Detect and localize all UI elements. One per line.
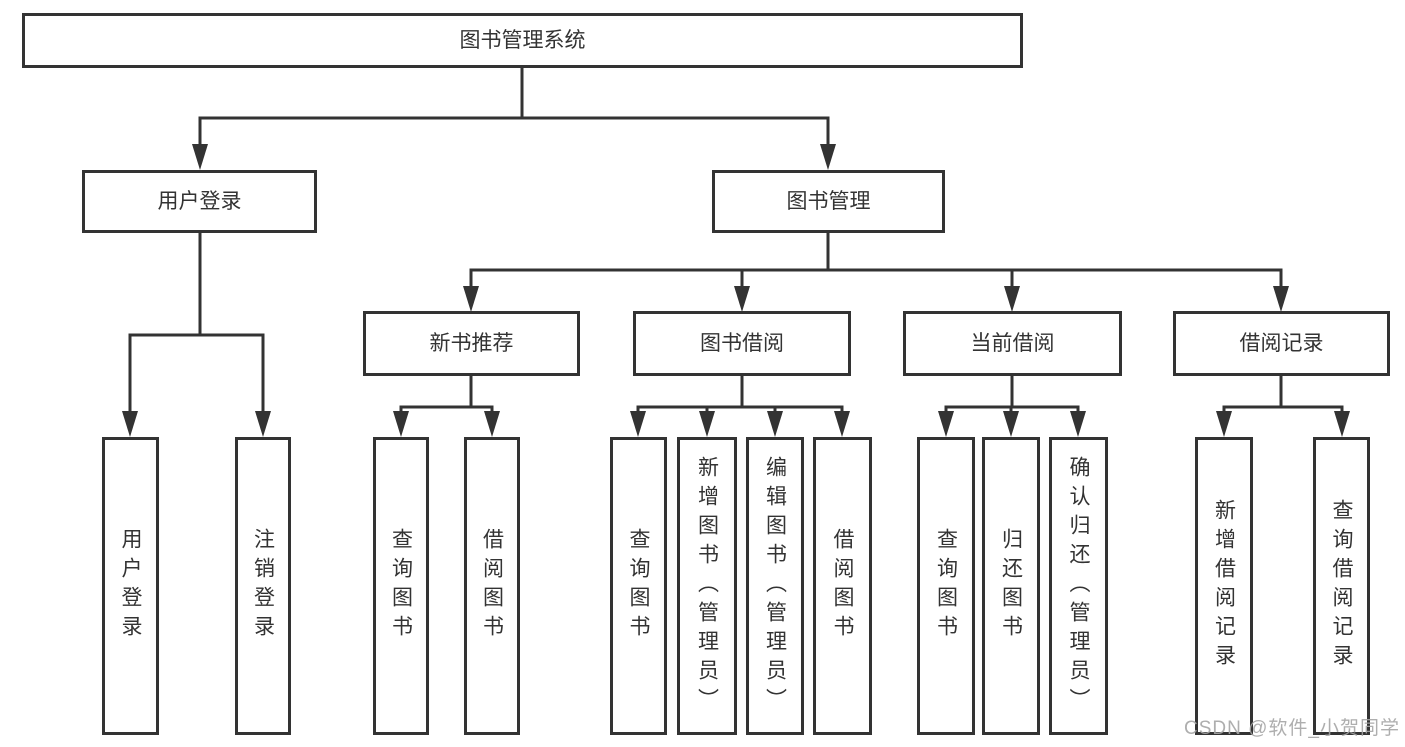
arrow-icon	[820, 144, 836, 170]
leaf-query-borrow-record: 查询借阅记录	[1313, 437, 1370, 735]
node-current-borrowing: 当前借阅	[903, 311, 1122, 376]
leaf-query-books: 查询图书	[373, 437, 429, 735]
leaf-add-book-admin: 新增图书（管理员）	[677, 437, 737, 735]
arrow-icon	[255, 411, 271, 437]
arrow-icon	[1334, 411, 1350, 437]
leaf-label: 新增借阅记录	[1212, 499, 1236, 673]
node-library-management-system: 图书管理系统	[22, 13, 1023, 68]
leaf-edit-book-admin: 编辑图书（管理员）	[746, 437, 804, 735]
node-label: 当前借阅	[970, 332, 1055, 355]
node-user-login: 用户登录	[82, 170, 317, 233]
watermark: CSDN @软件_小贺同学	[1184, 718, 1400, 739]
leaf-query-books: 查询图书	[917, 437, 975, 735]
node-label: 用户登录	[157, 190, 242, 213]
arrow-icon	[484, 411, 500, 437]
leaf-user-login: 用户登录	[102, 437, 159, 735]
arrow-icon	[1070, 411, 1086, 437]
arrow-icon	[938, 411, 954, 437]
arrow-icon	[192, 144, 208, 170]
node-book-borrowing: 图书借阅	[633, 311, 851, 376]
leaf-logout: 注销登录	[235, 437, 291, 735]
connector-book-mgmt-to-level3	[469, 231, 1283, 292]
leaf-label: 查询图书	[389, 528, 413, 644]
leaf-return-books: 归还图书	[982, 437, 1040, 735]
connector-borrow-records-subtree	[1222, 374, 1344, 417]
arrow-icon	[393, 411, 409, 437]
arrow-icon	[1003, 411, 1019, 437]
node-label: 图书管理系统	[459, 29, 586, 52]
node-book-management: 图书管理	[712, 170, 945, 233]
leaf-label: 确认归还（管理员）	[1067, 455, 1090, 717]
connector-new-books-subtree	[399, 374, 494, 417]
connector-current-borrow-subtree	[944, 374, 1080, 417]
leaf-add-borrow-record: 新增借阅记录	[1195, 437, 1253, 735]
connector-root-to-level2	[198, 66, 830, 150]
leaf-label: 查询图书	[627, 528, 650, 644]
arrow-icon	[1273, 286, 1289, 312]
node-label: 图书管理	[786, 190, 871, 213]
leaf-label: 新增图书（管理员）	[695, 455, 719, 717]
leaf-label: 借阅图书	[831, 528, 854, 644]
arrow-icon	[767, 411, 783, 437]
leaf-borrow-books: 借阅图书	[464, 437, 520, 735]
arrow-icon	[463, 286, 479, 312]
connector-user-login-subtree	[128, 230, 265, 417]
leaf-label: 用户登录	[119, 528, 142, 644]
leaf-query-books: 查询图书	[610, 437, 667, 735]
node-new-book-recommend: 新书推荐	[363, 311, 580, 376]
arrow-icon	[122, 411, 138, 437]
node-label: 新书推荐	[429, 332, 514, 355]
arrow-icon	[734, 286, 750, 312]
leaf-borrow-books: 借阅图书	[813, 437, 872, 735]
leaf-label: 查询借阅记录	[1330, 499, 1353, 673]
leaf-label: 查询图书	[934, 528, 958, 644]
leaf-label: 注销登录	[251, 528, 275, 644]
node-label: 图书借阅	[700, 332, 784, 355]
leaf-label: 归还图书	[999, 528, 1023, 644]
leaf-label: 借阅图书	[480, 528, 504, 644]
leaf-label: 编辑图书（管理员）	[763, 455, 787, 717]
arrow-icon	[1004, 286, 1020, 312]
arrow-icon	[630, 411, 646, 437]
node-borrowing-records: 借阅记录	[1173, 311, 1390, 376]
arrowheads	[122, 144, 1350, 437]
connector-book-borrow-subtree	[636, 374, 844, 417]
arrow-icon	[699, 411, 715, 437]
arrow-icon	[1216, 411, 1232, 437]
node-label: 借阅记录	[1239, 332, 1324, 355]
arrow-icon	[834, 411, 850, 437]
leaf-confirm-return-admin: 确认归还（管理员）	[1049, 437, 1108, 735]
